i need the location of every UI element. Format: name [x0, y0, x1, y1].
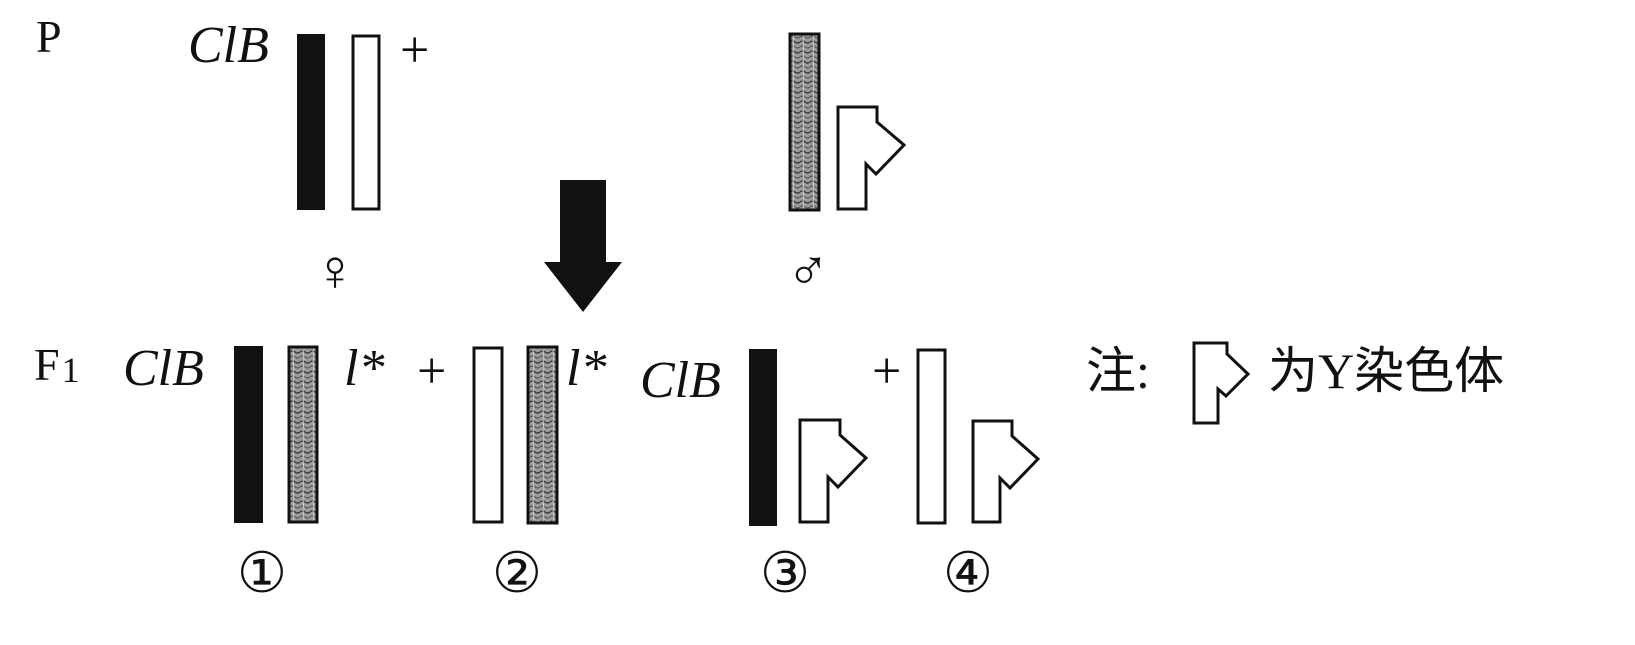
down-arrow-icon [544, 180, 622, 312]
circle-2-label: ② [492, 543, 542, 605]
f1-2-plus-label: + [417, 343, 446, 400]
f1-1-l-star-label: l* [344, 340, 384, 397]
f1-3-clb-chromosome [749, 349, 777, 526]
circle-4-label: ④ [943, 543, 993, 605]
f1-4-normal-x-chromosome [916, 348, 947, 525]
generation-p-label: P [36, 11, 62, 62]
circle-1-label: ① [237, 543, 287, 605]
f1-individual-1: ClB l* ① [123, 340, 384, 605]
p-female-plus-label: + [400, 22, 429, 79]
f1-4-plus-label: + [872, 343, 901, 400]
female-symbol: ♀ [313, 238, 357, 303]
circle-3-label: ③ [760, 543, 810, 605]
p-male-y-chromosome [836, 105, 907, 211]
f1-individual-4: + ④ [872, 343, 1041, 605]
y-chromosome-icon [1192, 341, 1251, 425]
p-female-normal-x-chromosome [351, 34, 381, 211]
p-male-group: ♂ [786, 32, 907, 303]
note-prefix: 注: [1086, 343, 1150, 399]
note-suffix: 为Y染色体 [1268, 343, 1504, 399]
male-symbol: ♂ [786, 238, 830, 303]
f1-1-clb-chromosome [234, 346, 263, 523]
f1-1-mutant-x-chromosome [287, 345, 319, 524]
f1-2-normal-x-chromosome [472, 346, 504, 524]
f1-1-clb-label: ClB [123, 340, 204, 397]
f1-2-mutant-x-chromosome [526, 345, 559, 525]
p-male-mutant-x-chromosome [788, 32, 821, 212]
f1-2-l-star-label: l* [566, 340, 606, 397]
f1-individual-2: + l* ② [417, 340, 606, 605]
p-female-clb-chromosome [297, 34, 325, 210]
generation-f1-label: F1 [34, 339, 80, 390]
p-female-clb-label: ClB [188, 17, 269, 74]
legend-note: 注: 为Y染色体 [1086, 341, 1504, 425]
f1-3-clb-label: ClB [640, 352, 721, 409]
f1-3-y-chromosome [798, 418, 869, 524]
p-female-group: ClB + ♀ [188, 17, 429, 303]
f1-4-y-chromosome [971, 419, 1041, 524]
f1-individual-3: ClB ③ [640, 349, 869, 605]
